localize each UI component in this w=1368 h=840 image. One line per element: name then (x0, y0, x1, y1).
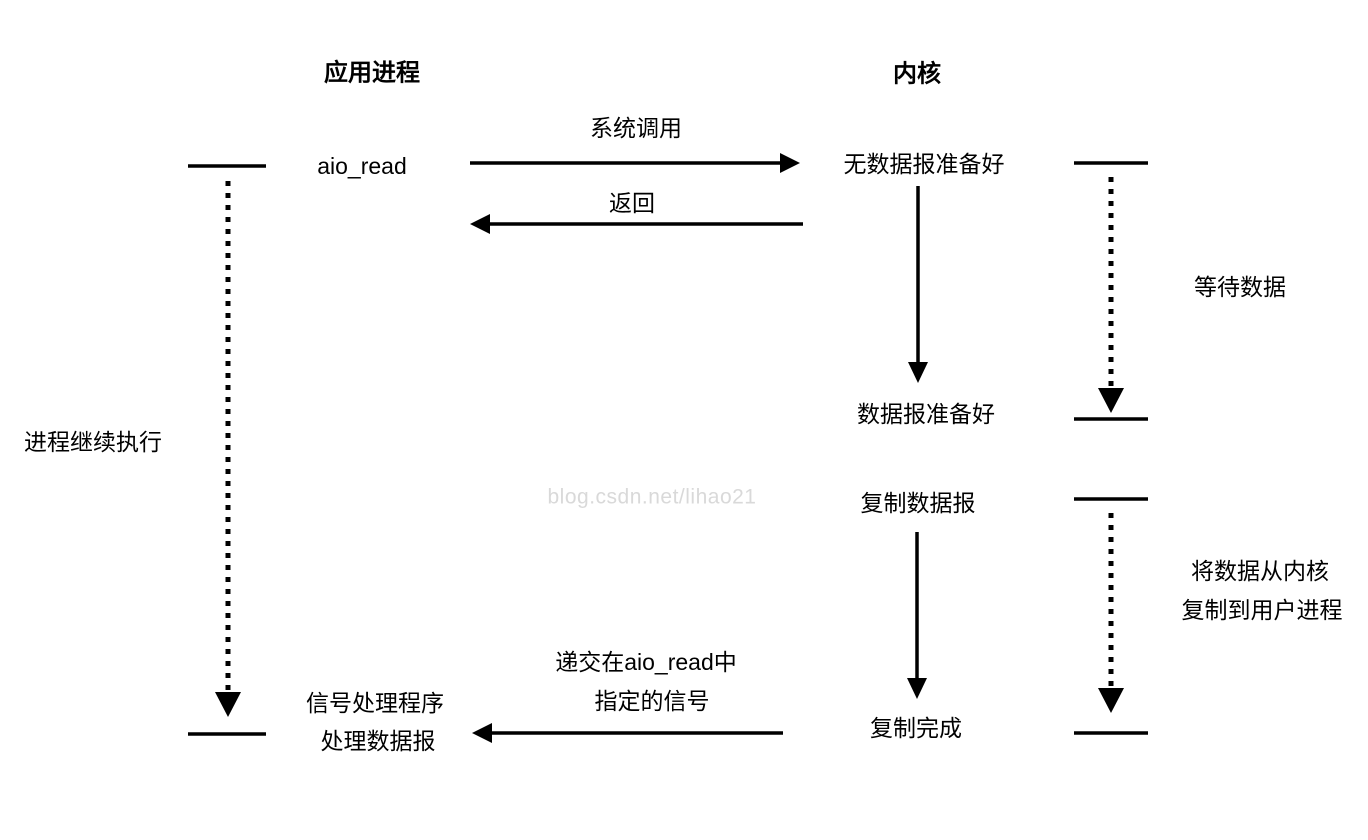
kernel-copy-arrowhead (907, 678, 927, 699)
return-arrowhead (470, 214, 490, 234)
datagram-ready-label: 数据报准备好 (857, 401, 995, 428)
signal-handler-label-line2: 处理数据报 (320, 728, 436, 755)
copy-datagram-label: 复制数据报 (860, 490, 976, 517)
csdn-watermark: blog.csdn.net/lihao21 (547, 485, 757, 509)
process-continues-label: 进程继续执行 (24, 429, 162, 456)
syscall-label: 系统调用 (590, 115, 682, 142)
app-process-header: 应用进程 (324, 59, 420, 87)
app-timeline-arrowhead (215, 692, 241, 717)
wait-segment-arrowhead (1098, 388, 1124, 413)
copy-note-label-line2: 复制到用户进程 (1181, 597, 1343, 624)
deliver-signal-label-line2: 指定的信号 (594, 688, 710, 715)
no-datagram-ready-label: 无数据报准备好 (843, 151, 1005, 178)
kernel-wait-arrowhead (908, 362, 928, 383)
kernel-header: 内核 (893, 60, 941, 88)
aio-read-label: aio_read (317, 153, 407, 180)
copy-segment-arrowhead (1098, 688, 1124, 713)
signal-arrowhead (472, 723, 492, 743)
deliver-signal-label-line1: 递交在aio_read中 (555, 649, 737, 676)
syscall-arrowhead (780, 153, 800, 173)
signal-handler-label-line1: 信号处理程序 (306, 690, 444, 717)
copy-note-label-line1: 将数据从内核 (1191, 558, 1329, 585)
return-label: 返回 (609, 190, 655, 217)
wait-data-label: 等待数据 (1194, 274, 1286, 301)
copy-complete-label: 复制完成 (870, 715, 962, 742)
